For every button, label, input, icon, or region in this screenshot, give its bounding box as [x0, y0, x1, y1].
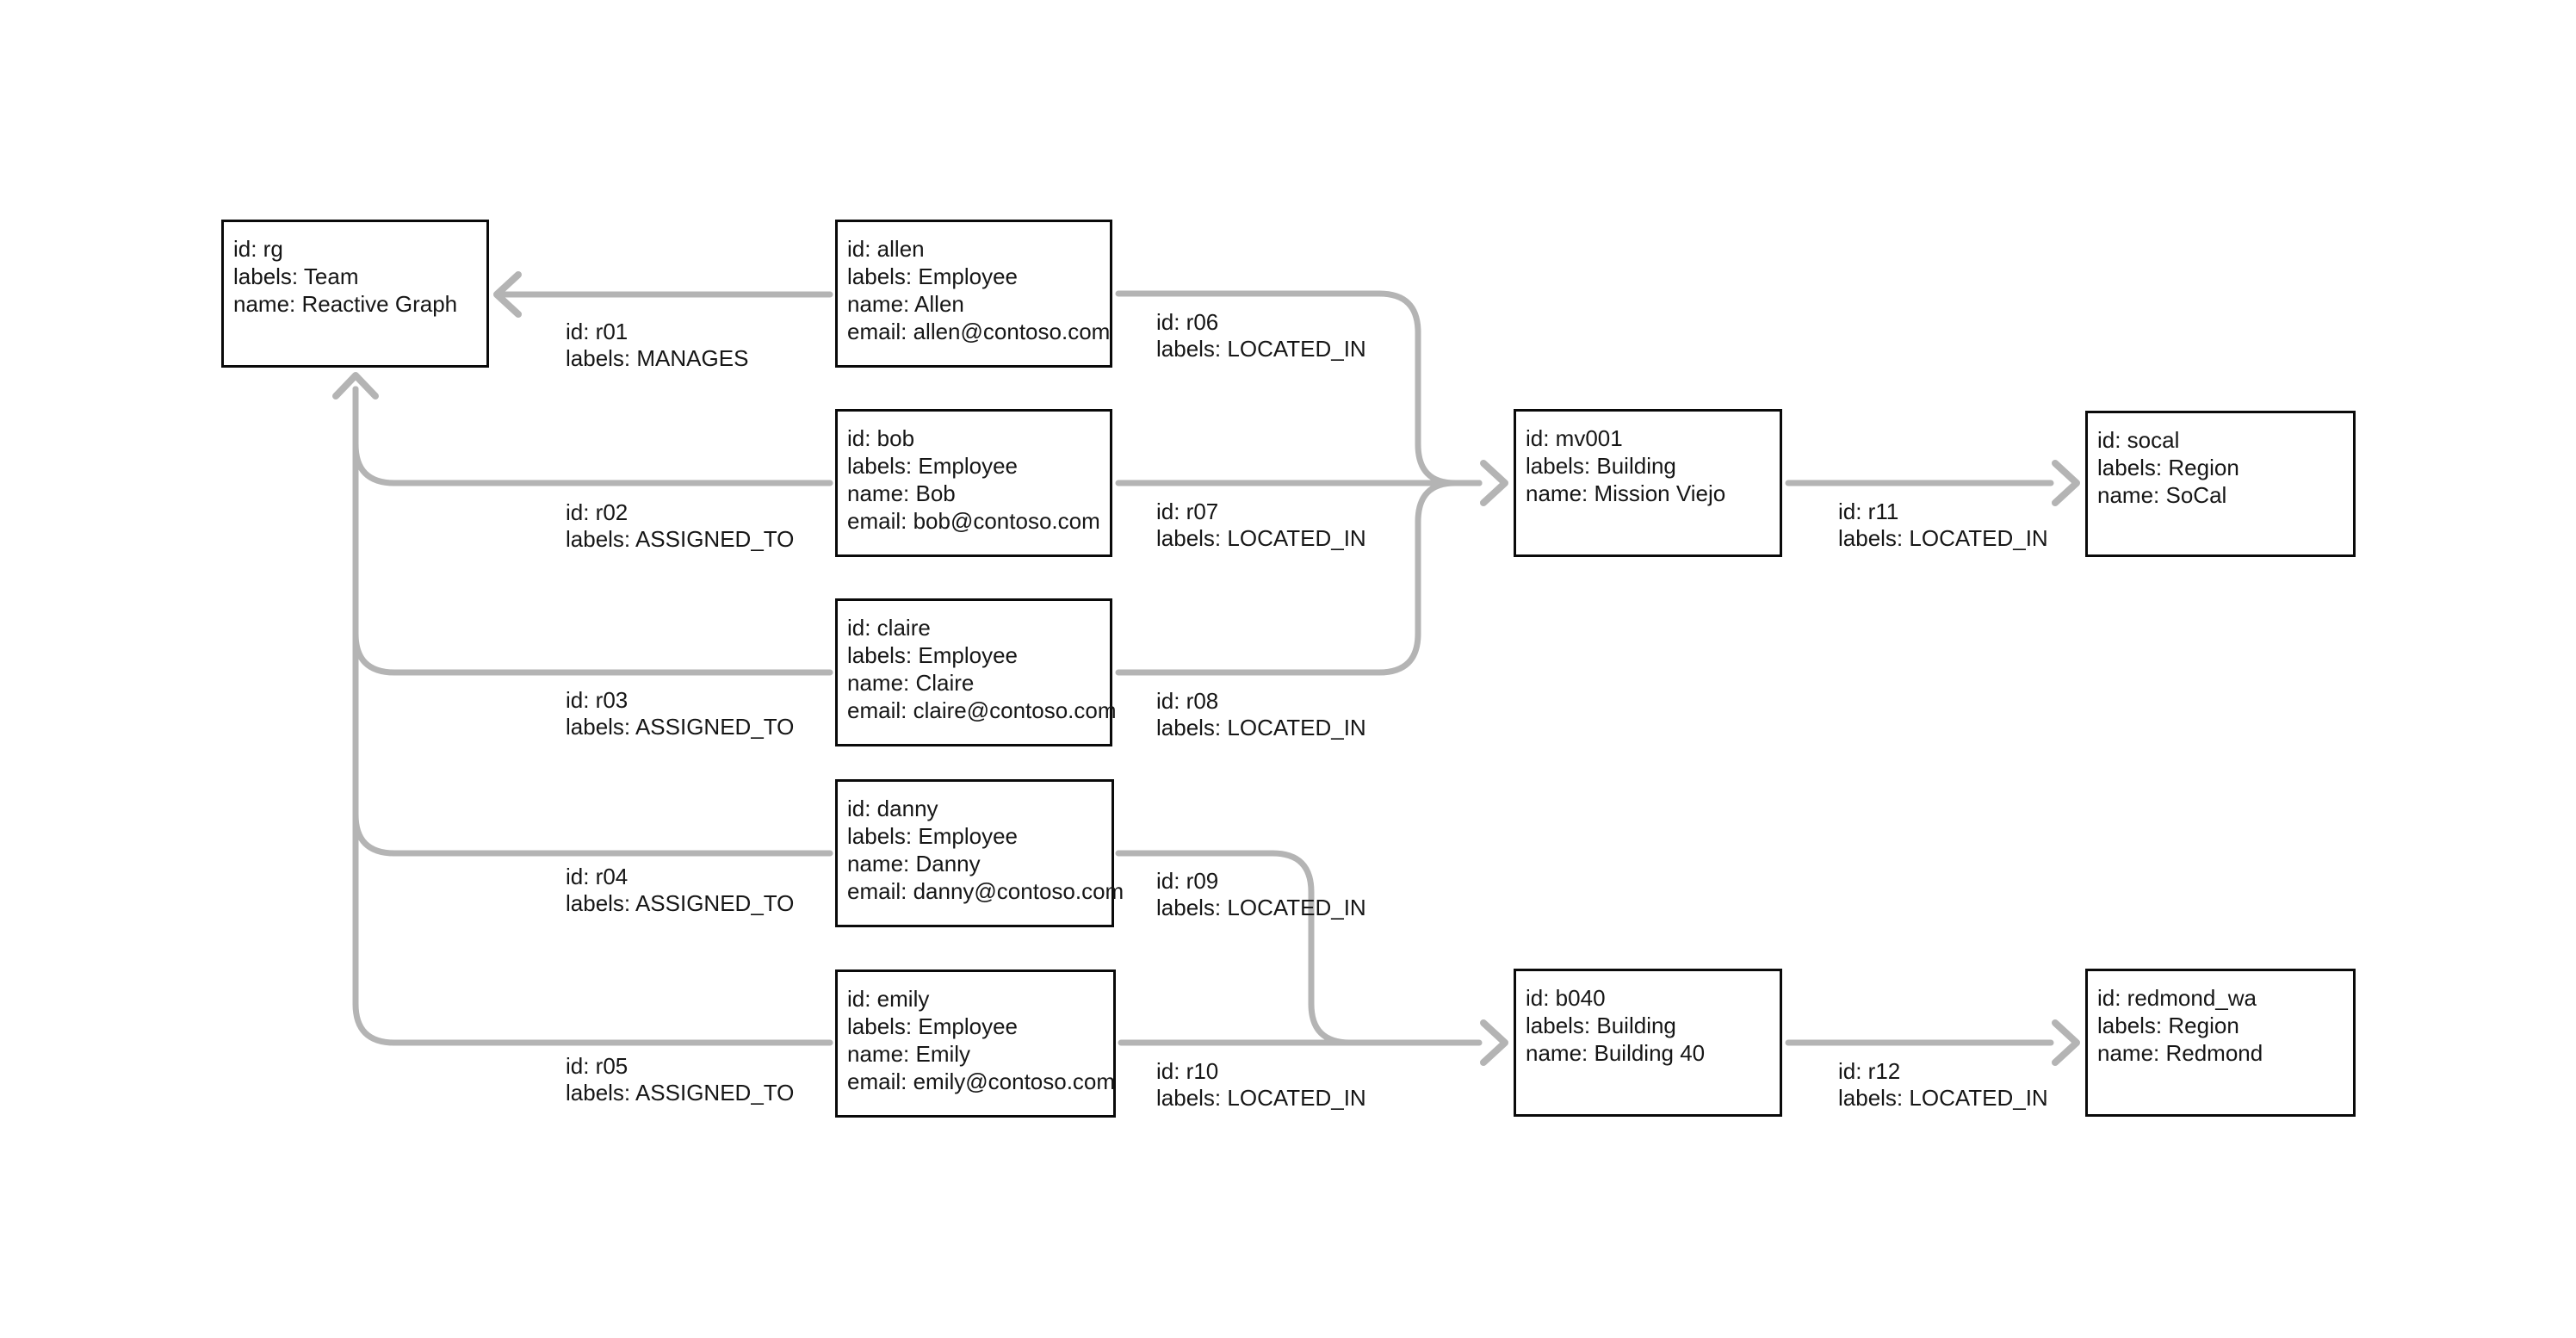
arrowhead-into-redmond_wa — [2052, 1019, 2080, 1066]
node-bob-property-0: id: bob — [847, 425, 915, 451]
edge-label-r10-line-0: id: r10 — [1156, 1058, 1219, 1084]
node-allen-property-3: email: allen@contoso.com — [847, 319, 1111, 344]
node-allen-property-0: id: allen — [847, 236, 925, 262]
node-redmond_wa-property-0: id: redmond_wa — [2097, 985, 2257, 1011]
edge-label-r08-line-0: id: r08 — [1156, 688, 1219, 714]
node-claire-property-3: email: claire@contoso.com — [847, 697, 1117, 723]
edge-label-r02-line-1: labels: ASSIGNED_TO — [566, 526, 795, 552]
edge-label-r07-line-1: labels: LOCATED_IN — [1156, 525, 1366, 551]
node-rg-property-2: name: Reactive Graph — [233, 291, 458, 317]
edge-label-r12-line-1: labels: LOCATED_IN — [1838, 1085, 2048, 1111]
edge-r08-line — [1115, 480, 1483, 676]
node-emily-property-2: name: Emily — [847, 1041, 971, 1067]
edge-label-r05-line-0: id: r05 — [566, 1053, 629, 1079]
edge-label-r11-line-1: labels: LOCATED_IN — [1838, 525, 2048, 551]
node-b040-property-0: id: b040 — [1526, 985, 1606, 1011]
edge-label-r04-line-0: id: r04 — [566, 864, 629, 889]
node-allen-property-1: labels: Employee — [847, 263, 1018, 289]
node-mv001-property-2: name: Mission Viejo — [1526, 480, 1726, 506]
edge-label-r09-line-1: labels: LOCATED_IN — [1156, 895, 1366, 920]
node-danny-property-3: email: danny@contoso.com — [847, 878, 1124, 904]
node-emily-property-3: email: emily@contoso.com — [847, 1069, 1116, 1094]
edge-label-r09-line-0: id: r09 — [1156, 868, 1219, 894]
node-claire-property-2: name: Claire — [847, 670, 975, 696]
node-bob-property-2: name: Bob — [847, 480, 956, 506]
node-allen-property-2: name: Allen — [847, 291, 964, 317]
edge-label-r02-line-0: id: r02 — [566, 499, 629, 525]
edge-label-r06-line-0: id: r06 — [1156, 309, 1219, 335]
node-mv001-property-0: id: mv001 — [1526, 425, 1623, 451]
node-socal-property-0: id: socal — [2097, 427, 2180, 453]
edge-label-r12-line-0: id: r12 — [1838, 1058, 1901, 1084]
node-rg-property-0: id: rg — [233, 236, 283, 262]
arrowhead-into-mv001 — [1480, 460, 1508, 506]
arrowhead-into-rg — [493, 271, 522, 318]
edge-label-r03-line-0: id: r03 — [566, 687, 629, 713]
edge-label-r07-line-0: id: r07 — [1156, 499, 1219, 524]
edge-label-r04-line-1: labels: ASSIGNED_TO — [566, 890, 795, 916]
node-socal-property-1: labels: Region — [2097, 455, 2239, 480]
edge-label-r05-line-1: labels: ASSIGNED_TO — [566, 1080, 795, 1106]
edge-r05-line — [352, 386, 833, 1046]
edge-label-r08-line-1: labels: LOCATED_IN — [1156, 715, 1366, 740]
edge-label-r01-line-0: id: r01 — [566, 319, 629, 344]
node-danny-property-0: id: danny — [847, 796, 938, 821]
node-redmond_wa-property-1: labels: Region — [2097, 1013, 2239, 1038]
node-mv001-property-1: labels: Building — [1526, 453, 1676, 479]
edge-r02-line — [352, 386, 833, 486]
edge-label-r06-line-1: labels: LOCATED_IN — [1156, 336, 1366, 362]
node-socal-property-2: name: SoCal — [2097, 482, 2227, 508]
node-emily-property-1: labels: Employee — [847, 1013, 1018, 1039]
arrowhead-into-socal — [2052, 460, 2080, 506]
node-rg-property-1: labels: Team — [233, 263, 359, 289]
arrowhead-into-b040 — [1480, 1019, 1508, 1066]
node-danny-property-2: name: Danny — [847, 851, 981, 877]
node-b040-property-1: labels: Building — [1526, 1013, 1676, 1038]
node-b040-property-2: name: Building 40 — [1526, 1040, 1706, 1066]
edge-label-r01-line-1: labels: MANAGES — [566, 345, 749, 371]
edge-label-r11-line-0: id: r11 — [1838, 499, 1899, 524]
node-redmond_wa-property-2: name: Redmond — [2097, 1040, 2263, 1066]
edge-r09-line — [1115, 850, 1353, 1046]
node-danny-property-1: labels: Employee — [847, 823, 1018, 849]
arrowhead-into-rg — [332, 372, 379, 400]
node-bob-property-1: labels: Employee — [847, 453, 1018, 479]
edge-r04-line — [352, 386, 833, 857]
node-bob-property-3: email: bob@contoso.com — [847, 508, 1100, 534]
node-emily-property-0: id: emily — [847, 986, 930, 1012]
node-claire-property-1: labels: Employee — [847, 642, 1018, 668]
node-claire-property-0: id: claire — [847, 615, 931, 641]
edge-label-r03-line-1: labels: ASSIGNED_TO — [566, 714, 795, 740]
edge-label-r10-line-1: labels: LOCATED_IN — [1156, 1085, 1366, 1111]
